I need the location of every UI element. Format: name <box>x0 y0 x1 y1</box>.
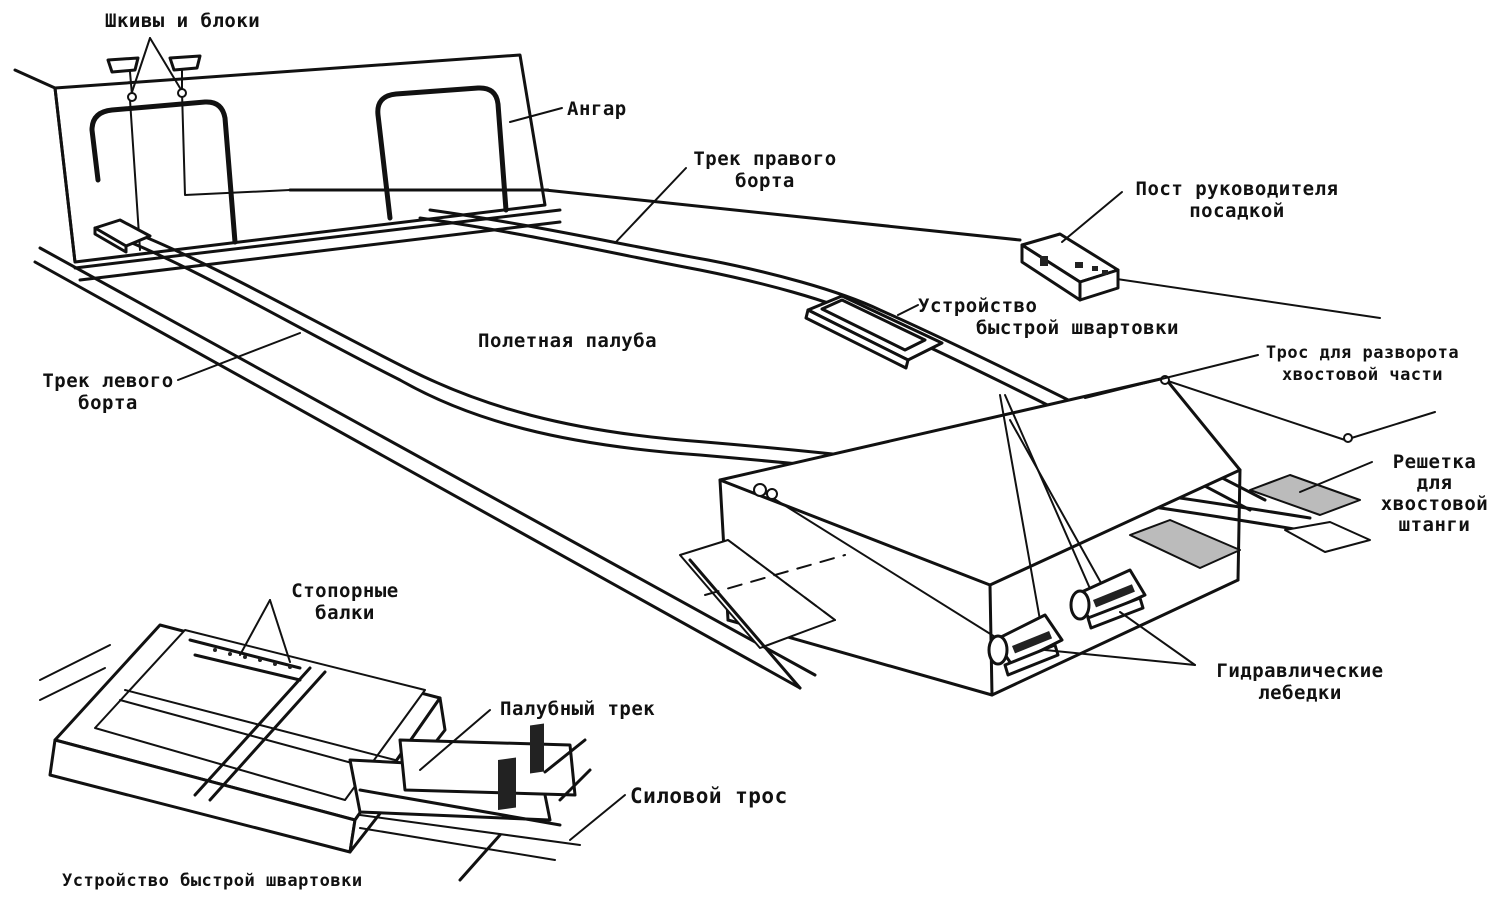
lso-post-label-line1: Пост руководителя <box>1135 178 1339 200</box>
flight-deck-edges <box>33 188 1381 690</box>
detail-inset <box>39 599 626 882</box>
stop-beams-label-line2: балки <box>315 602 375 624</box>
cross-track <box>73 208 562 282</box>
right-track-label-line2: борта <box>735 170 795 192</box>
pulleys-group <box>106 37 202 102</box>
lso-post-label: Пост руководителя посадкой <box>1112 178 1362 222</box>
lso-post <box>1020 232 1120 302</box>
hangar-label: Ангар <box>567 98 627 120</box>
winch-box <box>679 375 1436 697</box>
quick-device-label: Устройство быстрой швартовки <box>918 295 1179 339</box>
bottom-caption: Устройство быстрой швартовки <box>62 871 363 891</box>
hangar-track-device <box>93 218 152 254</box>
tail-grid-label-line4: штанги <box>1398 514 1471 536</box>
right-track-label: Трек правого борта <box>680 148 850 192</box>
stop-beams-label-line1: Стопорные <box>291 580 399 602</box>
tail-cable-label-line1: Трос для разворота <box>1265 343 1460 363</box>
stop-beams-label: Стопорные балки <box>270 580 420 624</box>
tail-grid-label-line3: хвостовой <box>1380 493 1489 515</box>
hydraulic-winches-label-line1: Гидравлические <box>1216 660 1384 682</box>
hydraulic-winches-label-line2: лебедки <box>1258 682 1342 704</box>
pulleys-label: Шкивы и блоки <box>105 10 261 32</box>
hydraulic-winches-label: Гидравлические лебедки <box>1195 660 1405 704</box>
power-cable-label: Силовой трос <box>630 784 788 808</box>
stop-beam-rivets <box>213 648 292 669</box>
lso-post-label-line2: посадкой <box>1189 200 1285 222</box>
left-track-label-line1: Трек левого <box>42 370 174 392</box>
tail-grid-label: Решетка для хвостовой штанги <box>1372 452 1497 536</box>
flight-deck-label: Полетная палуба <box>478 330 658 352</box>
tail-cable-label: Трос для разворота хвостовой части <box>1255 342 1470 386</box>
hydraulic-winch-1 <box>987 613 1064 677</box>
quick-device-label-line2: быстрой швартовки <box>976 317 1179 339</box>
left-track-label-line2: борта <box>78 392 138 414</box>
quick-securing-device <box>804 294 944 370</box>
right-track-label-line1: Трек правого <box>693 148 837 170</box>
quick-device-label-line1: Устройство <box>918 295 1038 317</box>
tail-grid-label-line1: Решетка <box>1392 451 1477 473</box>
hydraulic-winch-2 <box>1069 568 1147 630</box>
hangar-wall <box>13 53 547 264</box>
tail-grid-label-line2: для <box>1416 472 1453 494</box>
tail-grids <box>1129 474 1371 569</box>
tail-cable-label-line2: хвостовой части <box>1281 365 1444 385</box>
leader-lines <box>177 107 1373 666</box>
deck-track-label: Палубный трек <box>500 698 656 720</box>
left-track-label: Трек левого борта <box>28 370 188 414</box>
